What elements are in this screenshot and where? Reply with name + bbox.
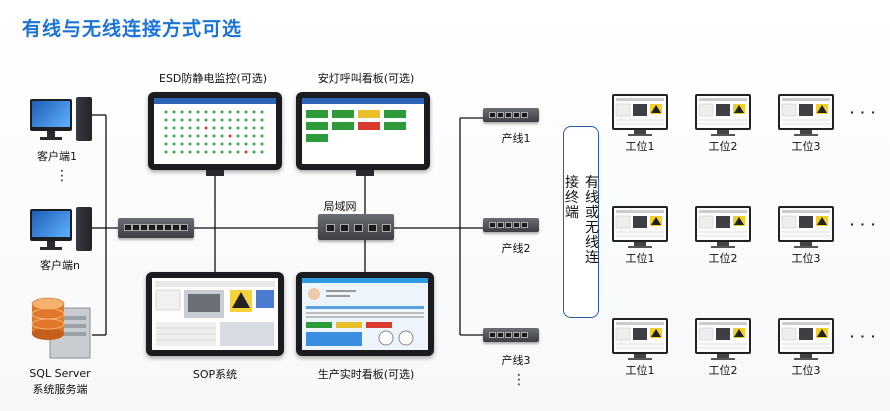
workstation-terminal — [612, 318, 668, 362]
terminal-monitor-icon — [778, 318, 834, 354]
esd-label: ESD防静电监控(可选) — [159, 72, 267, 85]
workstation-terminal — [695, 318, 751, 362]
line2-switch — [483, 218, 539, 232]
client-ellipsis: ⋮ — [55, 167, 69, 183]
pc-monitor-icon — [30, 209, 72, 241]
client1-label: 客户端1 — [37, 150, 77, 163]
sql-server — [28, 292, 92, 360]
line3-switch — [483, 328, 539, 342]
terminal-monitor-icon — [778, 94, 834, 130]
workstation-terminal — [612, 94, 668, 138]
clientn-label: 客户端n — [40, 259, 80, 272]
sql-label-2: 系统服务端 — [32, 383, 88, 396]
sop-label: SOP系统 — [192, 368, 238, 381]
esd-monitor — [148, 92, 282, 170]
workstation-ellipsis: · · · — [850, 104, 877, 120]
workstation-label: 工位1 — [625, 252, 655, 265]
line1-label: 产线1 — [501, 132, 531, 145]
pc-monitor-icon — [30, 99, 72, 131]
line3-label: 产线3 — [501, 354, 531, 367]
andon-label: 安灯呼叫看板(可选) — [317, 72, 415, 85]
wireless-terminal-box: 有线或无线连接终端 — [563, 126, 599, 318]
terminal-monitor-icon — [778, 206, 834, 242]
workstation-terminal — [612, 206, 668, 250]
terminal-monitor-icon — [695, 318, 751, 354]
pc-tower-icon — [76, 97, 92, 141]
workstation-ellipsis: · · · — [850, 328, 877, 344]
page-title: 有线与无线连接方式可选 — [22, 18, 243, 40]
terminal-monitor-icon — [612, 94, 668, 130]
terminal-monitor-icon — [612, 206, 668, 242]
workstation-label: 工位3 — [791, 364, 821, 377]
lan-router — [318, 214, 394, 240]
pc-tower-icon — [76, 207, 92, 251]
andon-monitor — [296, 92, 430, 170]
sop-monitor — [146, 272, 284, 356]
terminal-monitor-icon — [695, 206, 751, 242]
database-server-icon — [31, 297, 91, 359]
workstation-label: 工位3 — [791, 252, 821, 265]
line2-label: 产线2 — [501, 242, 531, 255]
workstation-label: 工位2 — [708, 364, 738, 377]
workstation-label: 工位3 — [791, 140, 821, 153]
line1-switch — [483, 108, 539, 122]
terminal-monitor-icon — [695, 94, 751, 130]
workstation-terminal — [695, 94, 751, 138]
workstation-label: 工位1 — [625, 364, 655, 377]
client-pc-n — [30, 205, 94, 255]
workstation-terminal — [778, 94, 834, 138]
sql-label-1: SQL Server — [29, 367, 91, 380]
client-pc-1 — [30, 95, 94, 145]
workstation-label: 工位2 — [708, 140, 738, 153]
wireless-label: 有线或无线连接终端 — [563, 174, 599, 265]
client-switch — [118, 218, 194, 238]
terminal-monitor-icon — [612, 318, 668, 354]
line-ellipsis: ⋮ — [512, 371, 526, 387]
production-label: 生产实时看板(可选) — [317, 368, 415, 381]
workstation-label: 工位1 — [625, 140, 655, 153]
workstation-terminal — [778, 318, 834, 362]
production-monitor — [296, 272, 434, 356]
lan-label: 局域网 — [323, 200, 357, 213]
workstation-terminal — [778, 206, 834, 250]
workstation-label: 工位2 — [708, 252, 738, 265]
workstation-ellipsis: · · · — [850, 216, 877, 232]
workstation-terminal — [695, 206, 751, 250]
